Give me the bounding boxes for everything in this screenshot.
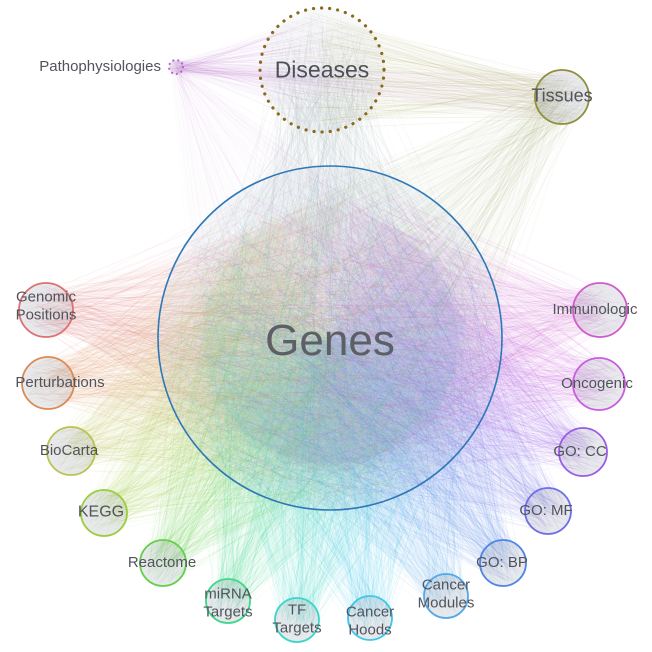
node-circles	[18, 6, 628, 643]
node-circle-mirna_targets[interactable]	[205, 578, 251, 624]
edge-fans	[45, 20, 601, 622]
node-circle-genomic_positions[interactable]	[18, 282, 74, 338]
node-circle-tissues[interactable]	[534, 69, 590, 125]
node-circle-immunologic[interactable]	[572, 282, 628, 338]
edge-bundles	[21, 11, 622, 640]
node-circle-kegg[interactable]	[80, 489, 128, 537]
node-circle-perturbations[interactable]	[21, 356, 75, 410]
node-circle-go_bp[interactable]	[479, 539, 527, 587]
node-circle-pathophysiologies[interactable]	[167, 58, 185, 76]
node-circle-oncogenic[interactable]	[572, 357, 626, 411]
node-circle-cancer_modules[interactable]	[423, 573, 469, 619]
node-circle-genes[interactable]	[157, 165, 503, 511]
node-circle-reactome[interactable]	[139, 539, 187, 587]
node-circle-tf_targets[interactable]	[274, 597, 320, 643]
node-circle-go_cc[interactable]	[558, 427, 608, 477]
node-circle-cancer_hoods[interactable]	[347, 595, 393, 641]
node-circle-go_mf[interactable]	[524, 487, 572, 535]
node-circle-biocarta[interactable]	[46, 426, 96, 476]
node-circle-diseases[interactable]	[258, 6, 386, 134]
